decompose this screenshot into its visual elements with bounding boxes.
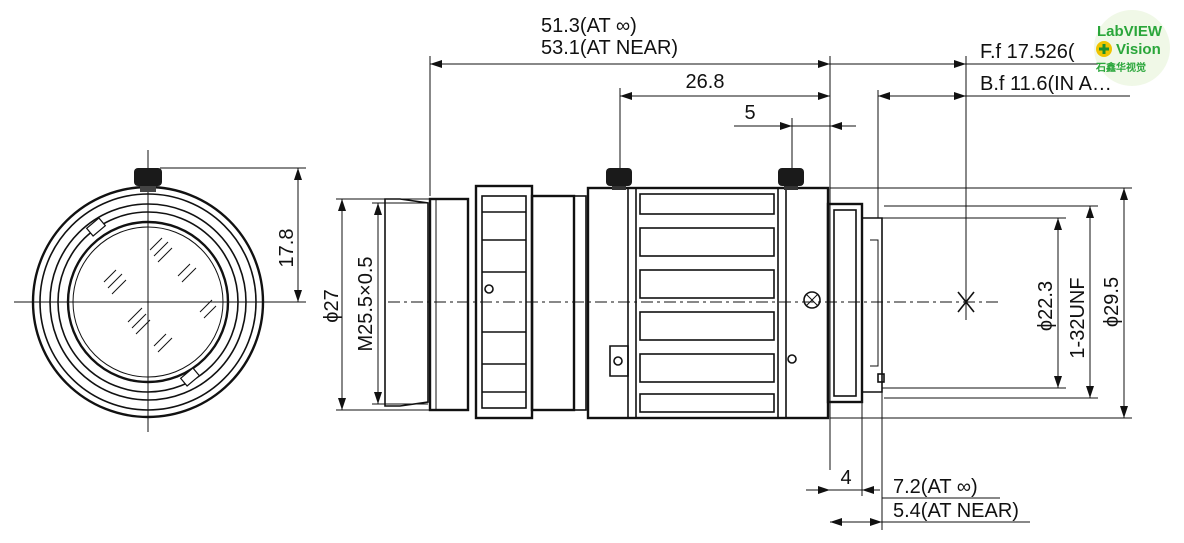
label-dia-29-5: ϕ29.5 — [1101, 277, 1123, 327]
dim-back-focal: B.f 11.6(IN A… — [877, 73, 1130, 218]
label-rear-inf: 7.2(AT ∞) — [893, 476, 978, 498]
lens-front-view — [14, 150, 282, 432]
label-filter-thread: M25.5×0.5 — [355, 256, 377, 351]
label-dia-27: ϕ27 — [321, 289, 343, 322]
dim-rear-diameters: ϕ22.3 1-32UNF ϕ29.5 — [830, 187, 1132, 419]
watermark-logo: LabVIEW Vision 石鑫华视觉 — [1094, 10, 1170, 86]
dim-total-length: 51.3(AT ∞) 53.1(AT NEAR) — [429, 15, 831, 470]
label-4: 4 — [840, 467, 851, 489]
watermark-line1: LabVIEW — [1097, 23, 1163, 40]
label-5: 5 — [744, 102, 755, 124]
dim-26-8: 26.8 — [619, 71, 830, 168]
label-mount-thread: 1-32UNF — [1067, 277, 1089, 358]
label-back-focal: B.f 11.6(IN A… — [980, 73, 1112, 95]
watermark-line3: 石鑫华视觉 — [1095, 61, 1146, 74]
label-total-length-inf: 51.3(AT ∞) — [541, 15, 637, 37]
label-flange-focal: F.f 17.526( — [980, 41, 1075, 63]
dim-17-8: 17.8 — [160, 167, 306, 303]
dim-4: 4 — [806, 402, 880, 496]
plus-icon — [1096, 41, 1112, 57]
dim-5: 5 — [734, 102, 856, 168]
label-26-8: 26.8 — [686, 71, 725, 93]
image-plane-mark — [957, 291, 975, 313]
dim-rear-length: 7.2(AT ∞) 5.4(AT NEAR) — [830, 392, 1030, 530]
dim-front-diameters: ϕ27 M25.5×0.5 — [321, 198, 430, 411]
label-total-length-near: 53.1(AT NEAR) — [541, 37, 678, 59]
label-17-8: 17.8 — [276, 229, 298, 268]
label-dia-22-3: ϕ22.3 — [1035, 281, 1057, 331]
label-rear-near: 5.4(AT NEAR) — [893, 500, 1019, 522]
watermark-line2: Vision — [1116, 41, 1161, 58]
